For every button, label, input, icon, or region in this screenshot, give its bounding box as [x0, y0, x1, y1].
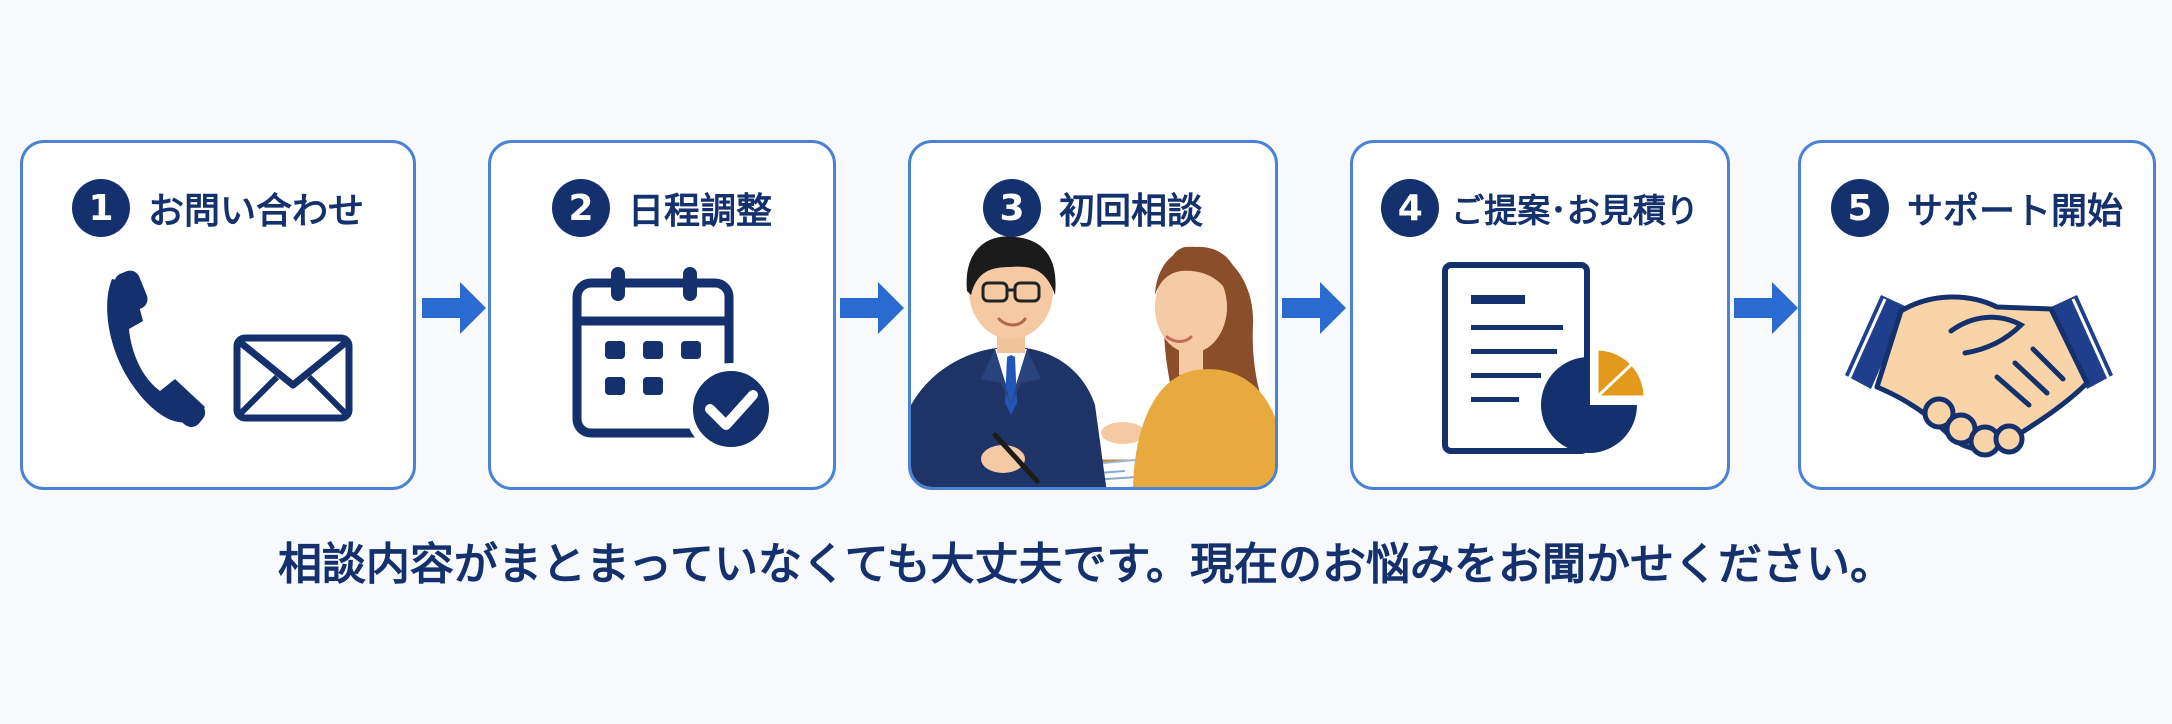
- step-2-illustration: [572, 267, 777, 455]
- step-5-number-badge: 5: [1830, 179, 1889, 237]
- check-circle-icon: [685, 363, 777, 455]
- step-5-card: 5 サポート開始: [1798, 140, 2156, 490]
- step-2-card: 2 日程調整: [488, 140, 836, 490]
- step-2-number-badge: 2: [551, 179, 610, 237]
- step-1-number-badge: 1: [71, 179, 130, 237]
- step-1-header: 1 お問い合わせ: [23, 179, 413, 237]
- handshake-icon: [1845, 294, 2113, 458]
- step-3-number-badge: 3: [982, 179, 1041, 237]
- step-4-illustration: [1442, 262, 1647, 454]
- step-5-title: サポート開始: [1906, 191, 2123, 232]
- consultation-illustration: [911, 236, 1275, 487]
- step-1-title: お問い合わせ: [147, 191, 364, 232]
- pie-chart-icon: [1541, 347, 1647, 453]
- footer-caption: 相談内容がまとまっていなくても大丈夫です。現在のお悩みをお聞かせください。: [277, 539, 1895, 590]
- step-1-card: 1 お問い合わせ: [20, 140, 416, 490]
- step-2-header: 2 日程調整: [491, 179, 833, 237]
- step-2-title: 日程調整: [627, 191, 772, 232]
- step-4-title: ご提案･お見積り: [1451, 191, 1699, 230]
- envelope-icon: [233, 334, 353, 422]
- step-4-card: 4 ご提案･お見積り: [1350, 140, 1730, 490]
- arrow-right-icon: [840, 282, 904, 334]
- step-5-header: 5 サポート開始: [1801, 179, 2153, 237]
- step-1-illustration: [107, 270, 353, 428]
- arrow-right-icon: [422, 282, 486, 334]
- phone-icon: [107, 270, 206, 428]
- step-4-number-badge: 4: [1381, 179, 1440, 237]
- step-3-card: 3 初回相談: [908, 140, 1278, 490]
- step-3-title: 初回相談: [1058, 191, 1203, 232]
- step-4-header: 4 ご提案･お見積り: [1353, 179, 1727, 237]
- arrow-right-icon: [1282, 282, 1346, 334]
- arrow-right-icon: [1734, 282, 1798, 334]
- step-3-header: 3 初回相談: [911, 179, 1275, 237]
